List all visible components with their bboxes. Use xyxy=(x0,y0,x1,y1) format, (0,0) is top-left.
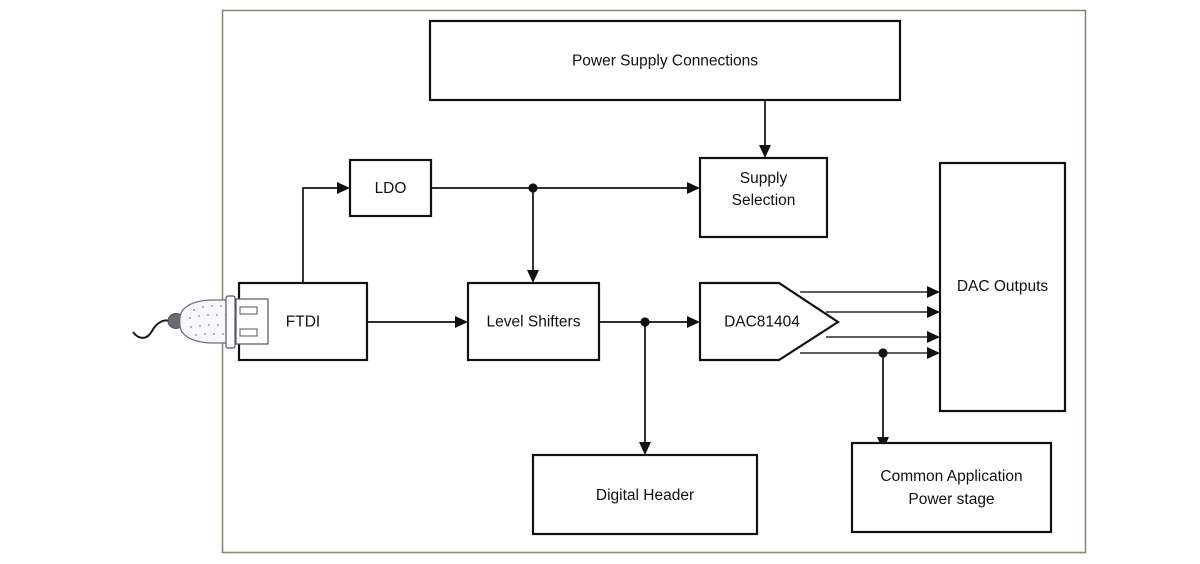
block-label-power-stage-line1: Common Application xyxy=(880,468,1022,485)
wire-ldo-to-supply-selection xyxy=(431,182,700,194)
block-dac81404[interactable]: DAC81404 xyxy=(698,281,841,362)
wire-ftdi-to-ldo xyxy=(302,182,350,283)
block-label-digital-header: Digital Header xyxy=(596,487,694,504)
junction-dac-branch xyxy=(878,348,888,358)
block-label-dac-outputs: DAC Outputs xyxy=(957,278,1049,295)
block-ftdi[interactable]: FTDI xyxy=(237,281,369,362)
wire-power-supply-to-supply-selection xyxy=(759,100,771,158)
block-supply-selection[interactable]: Supply Selection xyxy=(698,156,829,239)
junction-ldo-branch xyxy=(528,183,538,193)
block-dac-outputs[interactable]: DAC Outputs xyxy=(938,161,1067,413)
wire-level-shifters-to-dac81404 xyxy=(599,316,700,328)
wire-ftdi-to-level-shifters xyxy=(367,316,468,328)
block-power-supply-connections[interactable]: Power Supply Connections xyxy=(428,19,902,102)
block-label-ldo: LDO xyxy=(375,180,407,197)
wire-level-shifters-to-digital-header xyxy=(639,322,651,455)
block-digital-header[interactable]: Digital Header xyxy=(531,453,759,536)
wire-ldo-to-level-shifters xyxy=(527,183,539,283)
wire-dac-to-power-stage xyxy=(877,348,889,450)
block-label-dac81404: DAC81404 xyxy=(724,314,800,331)
block-ldo[interactable]: LDO xyxy=(348,158,433,218)
block-label-power-stage-line2: Power stage xyxy=(908,491,994,508)
board-outline xyxy=(221,9,1087,554)
usb-connector-icon xyxy=(132,295,269,349)
block-level-shifters[interactable]: Level Shifters xyxy=(466,281,601,362)
wire-dac81404-to-dac-outputs xyxy=(800,286,940,359)
block-common-application-power-stage[interactable]: Common Application Power stage xyxy=(850,441,1053,534)
block-label-supply-selection-line2: Selection xyxy=(732,192,796,209)
block-label-ftdi: FTDI xyxy=(286,314,320,331)
block-label-supply-selection-line1: Supply xyxy=(740,170,788,187)
block-label-power-supply-connections: Power Supply Connections xyxy=(572,53,758,70)
block-label-level-shifters: Level Shifters xyxy=(487,314,581,331)
